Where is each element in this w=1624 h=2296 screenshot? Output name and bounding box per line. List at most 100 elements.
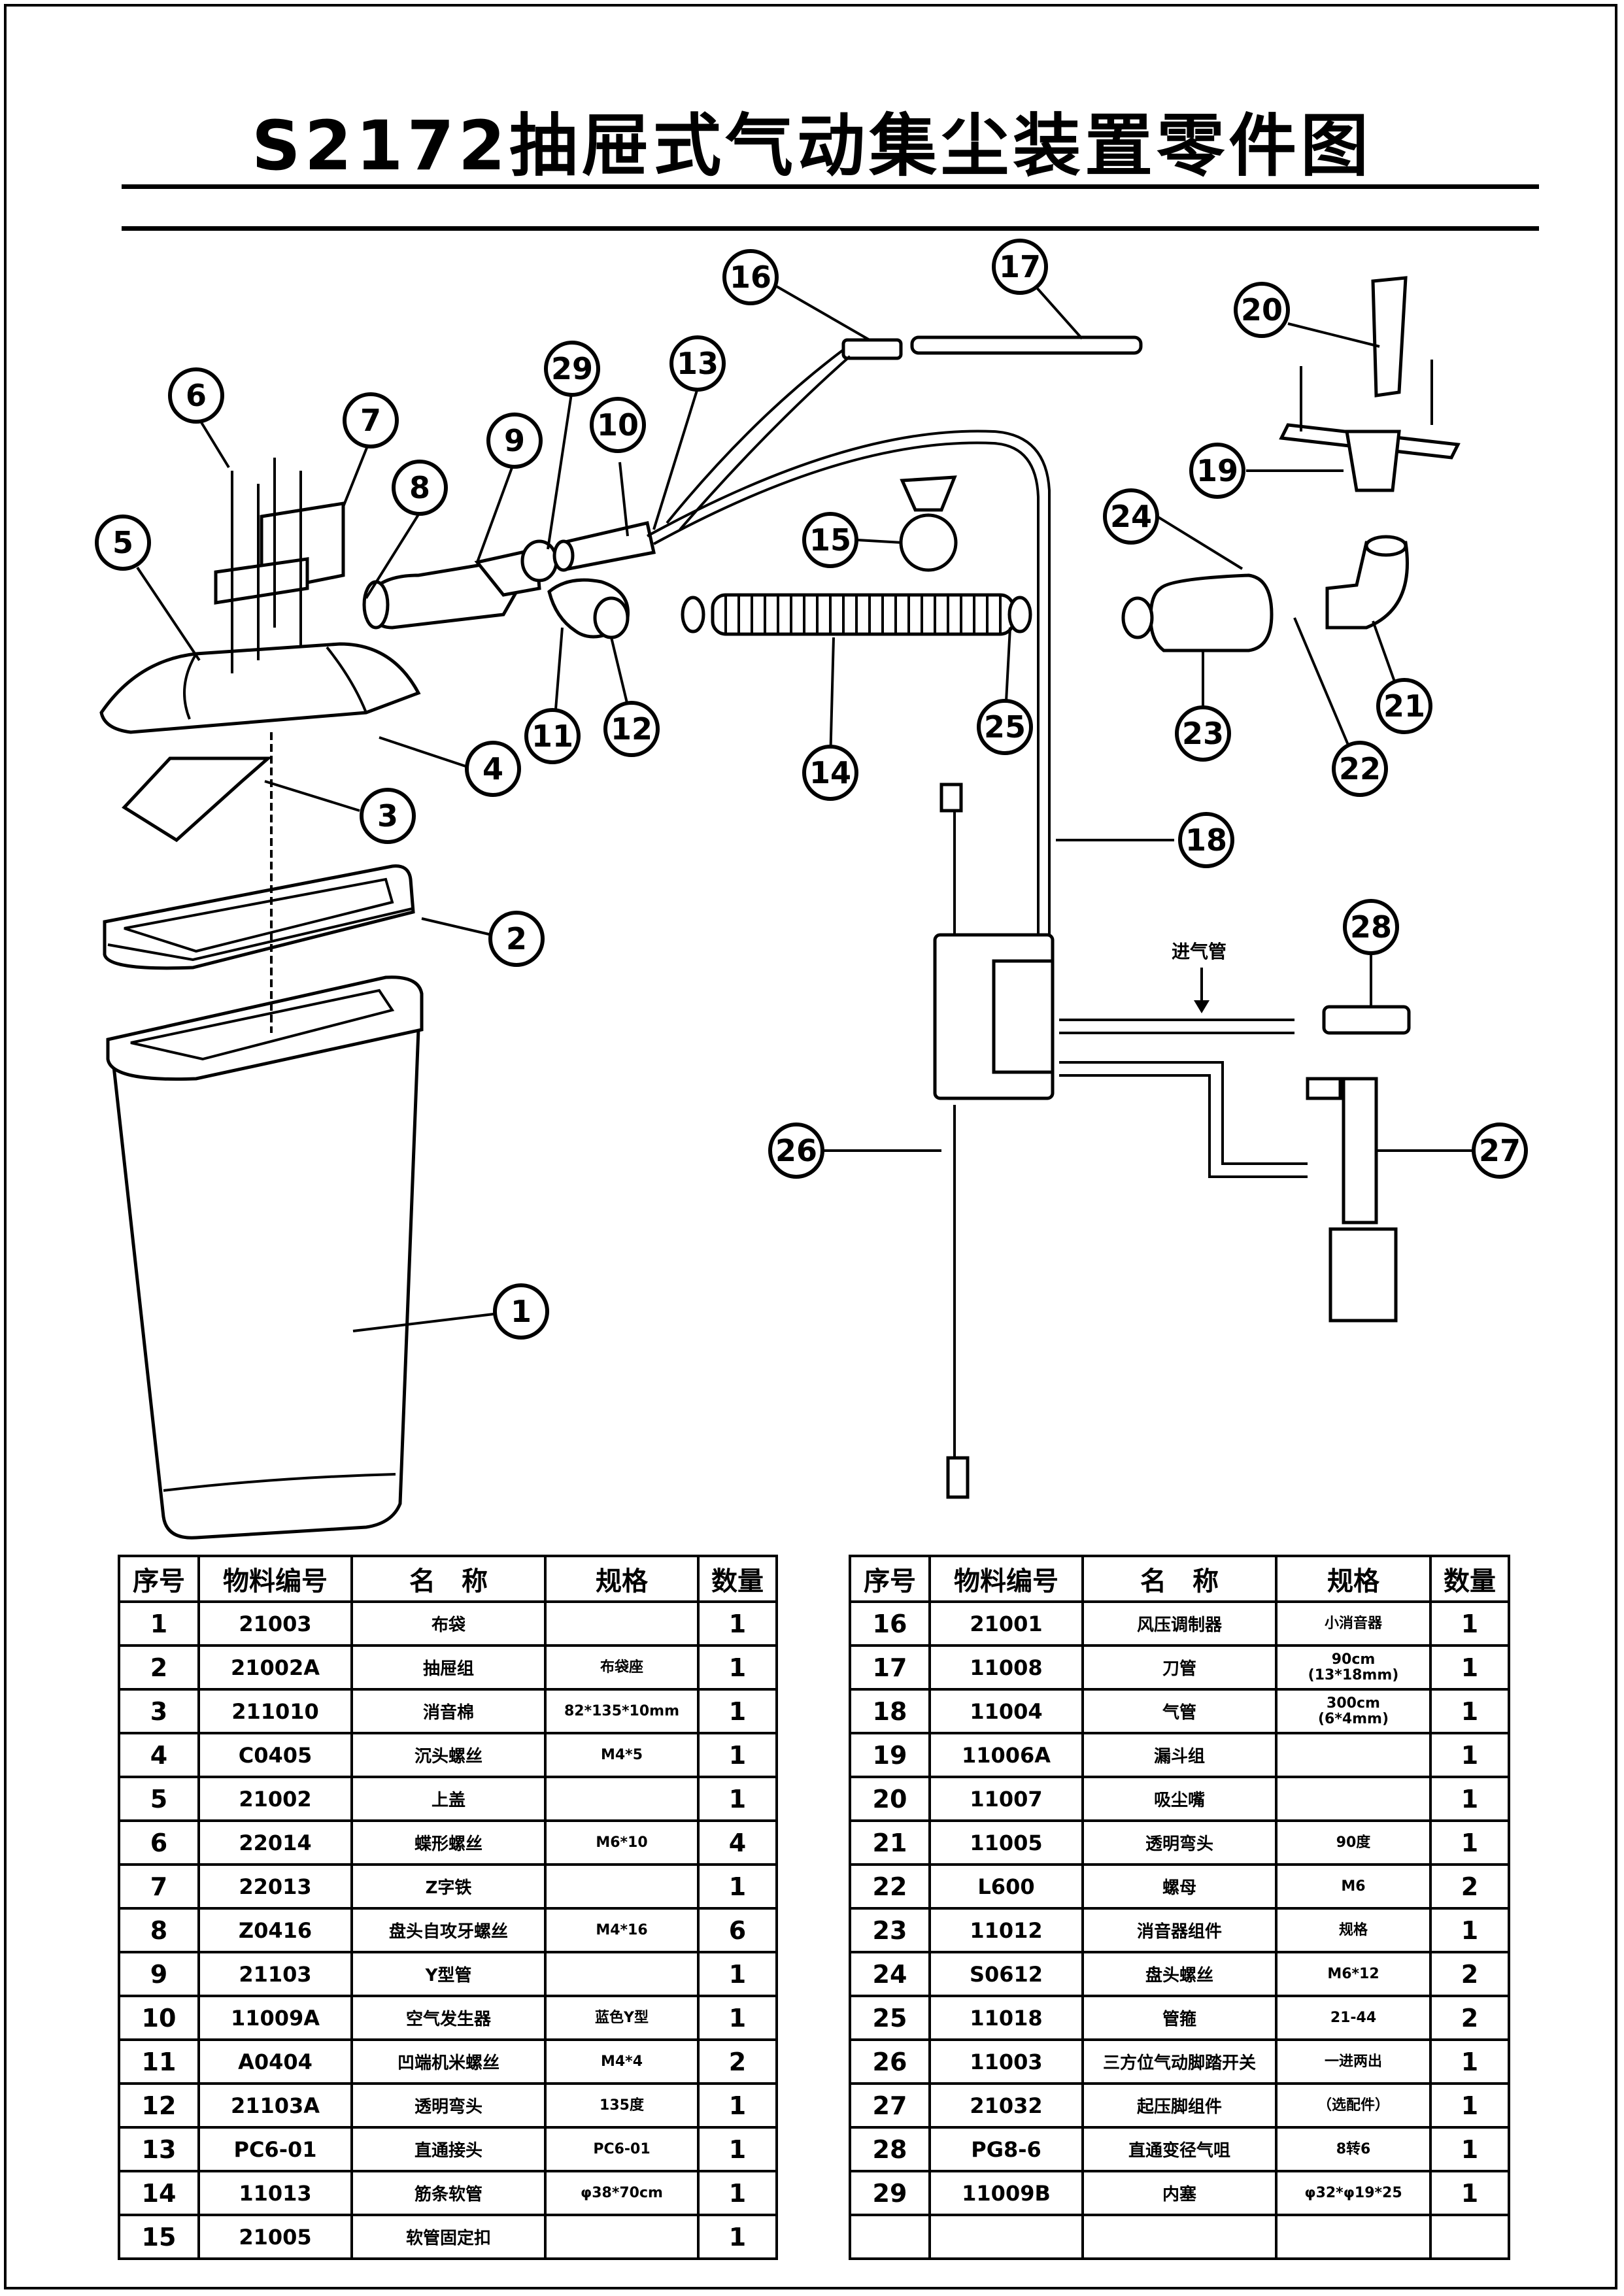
callout-11: 11 xyxy=(524,708,581,764)
header-code: 物料编号 xyxy=(197,1555,353,1603)
svg-text:21: 21 xyxy=(1383,688,1425,724)
svg-text:6: 6 xyxy=(186,378,207,413)
cell-no: 24 xyxy=(849,1951,931,1997)
cell-no: 15 xyxy=(118,2214,200,2260)
svg-text:5: 5 xyxy=(112,525,133,560)
cell-code: 21002 xyxy=(197,1776,353,1822)
cell-spec: 82*135*10mm xyxy=(544,1688,700,1734)
cell-qty: 1 xyxy=(697,2082,778,2129)
cell-spec: PC6-01 xyxy=(544,2126,700,2172)
cell-qty: 1 xyxy=(1429,1688,1510,1734)
cell-qty xyxy=(1429,2214,1510,2260)
cell-code: 21032 xyxy=(928,2082,1084,2129)
callout-3: 3 xyxy=(360,788,416,844)
header-code: 物料编号 xyxy=(928,1555,1084,1603)
cell-code: PG8-6 xyxy=(928,2126,1084,2172)
cell-spec xyxy=(1275,2214,1432,2260)
cell-no: 19 xyxy=(849,1732,931,1778)
cell-qty: 1 xyxy=(697,2214,778,2260)
callout-6: 6 xyxy=(168,367,224,424)
cell-spec: （选配件） xyxy=(1275,2082,1432,2129)
cell-spec: 135度 xyxy=(544,2082,700,2129)
cell-name: 螺母 xyxy=(1081,1863,1277,1910)
cell-no: 27 xyxy=(849,2082,931,2129)
cell-qty: 1 xyxy=(1429,2126,1510,2172)
cell-spec: 规格 xyxy=(1275,1907,1432,1953)
cell-qty: 1 xyxy=(1429,1732,1510,1778)
callout-21: 21 xyxy=(1376,678,1432,734)
cell-no: 23 xyxy=(849,1907,931,1953)
part-bag-rim xyxy=(106,975,424,1081)
callout-20: 20 xyxy=(1234,282,1290,338)
svg-text:29: 29 xyxy=(551,351,593,386)
cell-code: A0404 xyxy=(197,2038,353,2085)
header-no: 序号 xyxy=(849,1555,931,1603)
cell-no: 10 xyxy=(118,1995,200,2041)
cell-qty: 1 xyxy=(697,1863,778,1910)
svg-text:10: 10 xyxy=(597,407,639,443)
cell-spec: M4*16 xyxy=(544,1907,700,1953)
cell-code: 11012 xyxy=(928,1907,1084,1953)
cell-name: 沉头螺丝 xyxy=(350,1732,547,1778)
cell-spec xyxy=(1275,1732,1432,1778)
part-top-cover xyxy=(99,642,421,734)
cell-code: 21002A xyxy=(197,1644,353,1691)
cell-qty: 1 xyxy=(1429,1644,1510,1691)
part-ribbed-hose xyxy=(711,593,1015,636)
cell-spec: 90度 xyxy=(1275,1819,1432,1866)
cell-no: 18 xyxy=(849,1688,931,1734)
callout-16: 16 xyxy=(722,249,779,305)
cell-spec xyxy=(544,1776,700,1822)
cell-no: 11 xyxy=(118,2038,200,2085)
cell-qty: 1 xyxy=(1429,2038,1510,2085)
cell-no: 14 xyxy=(118,2170,200,2216)
cell-name: 蝶形螺丝 xyxy=(350,1819,547,1866)
cell-name: 管箍 xyxy=(1081,1995,1277,2041)
cell-no: 12 xyxy=(118,2082,200,2129)
cell-name: 上盖 xyxy=(350,1776,547,1822)
cell-code: 11008 xyxy=(928,1644,1084,1691)
cell-name: 透明弯头 xyxy=(1081,1819,1277,1866)
callout-7: 7 xyxy=(343,392,399,448)
cell-qty: 1 xyxy=(697,1644,778,1691)
svg-text:3: 3 xyxy=(377,798,398,834)
cell-qty: 6 xyxy=(697,1907,778,1953)
callout-24: 24 xyxy=(1103,488,1159,545)
header-spec: 规格 xyxy=(1275,1555,1432,1603)
cell-spec xyxy=(544,2214,700,2260)
callout-12: 12 xyxy=(603,701,660,757)
cell-name: 软管固定扣 xyxy=(350,2214,547,2260)
svg-text:18: 18 xyxy=(1185,822,1227,858)
cell-code: 11009A xyxy=(197,1995,353,2041)
cell-qty: 2 xyxy=(1429,1995,1510,2041)
svg-text:27: 27 xyxy=(1479,1133,1521,1168)
svg-text:9: 9 xyxy=(504,423,525,458)
cell-name: 空气发生器 xyxy=(350,1995,547,2041)
svg-text:13: 13 xyxy=(677,346,719,381)
callout-23: 23 xyxy=(1175,705,1231,762)
cell-spec: φ38*70cm xyxy=(544,2170,700,2216)
cell-no: 1 xyxy=(118,1600,200,1647)
part-air-generator xyxy=(552,520,656,572)
cell-code: 11003 xyxy=(928,2038,1084,2085)
callout-1: 1 xyxy=(493,1283,549,1340)
cell-spec xyxy=(544,1951,700,1997)
cell-code: 21103A xyxy=(197,2082,353,2129)
svg-text:19: 19 xyxy=(1196,453,1238,488)
cell-spec: 蓝色Y型 xyxy=(544,1995,700,2041)
cell-no: 26 xyxy=(849,2038,931,2085)
cell-code: 21005 xyxy=(197,2214,353,2260)
cell-no: 29 xyxy=(849,2170,931,2216)
cell-code: 11006A xyxy=(928,1732,1084,1778)
